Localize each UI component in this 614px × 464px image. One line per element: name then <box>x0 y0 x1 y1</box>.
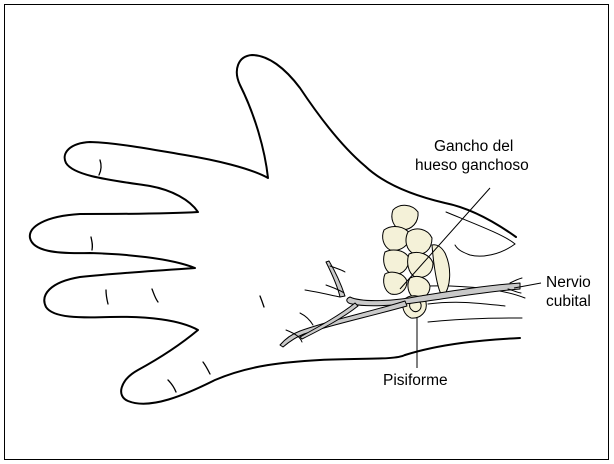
nerve-main-trunk <box>347 283 520 306</box>
hand-outline <box>30 55 516 404</box>
label-hamate-hook-line1: Gancho del <box>434 138 513 155</box>
forearm-lower-edge <box>405 338 520 355</box>
hamate-bone <box>432 245 450 297</box>
nerve-superficial-branch <box>280 301 407 347</box>
label-ulnar-nerve-line2: cubital <box>546 293 591 310</box>
label-pisiform: Pisiforme <box>383 372 448 389</box>
label-hamate-hook-line2: hueso ganchoso <box>415 157 529 174</box>
label-ulnar-nerve-line1: Nervio <box>546 274 591 291</box>
